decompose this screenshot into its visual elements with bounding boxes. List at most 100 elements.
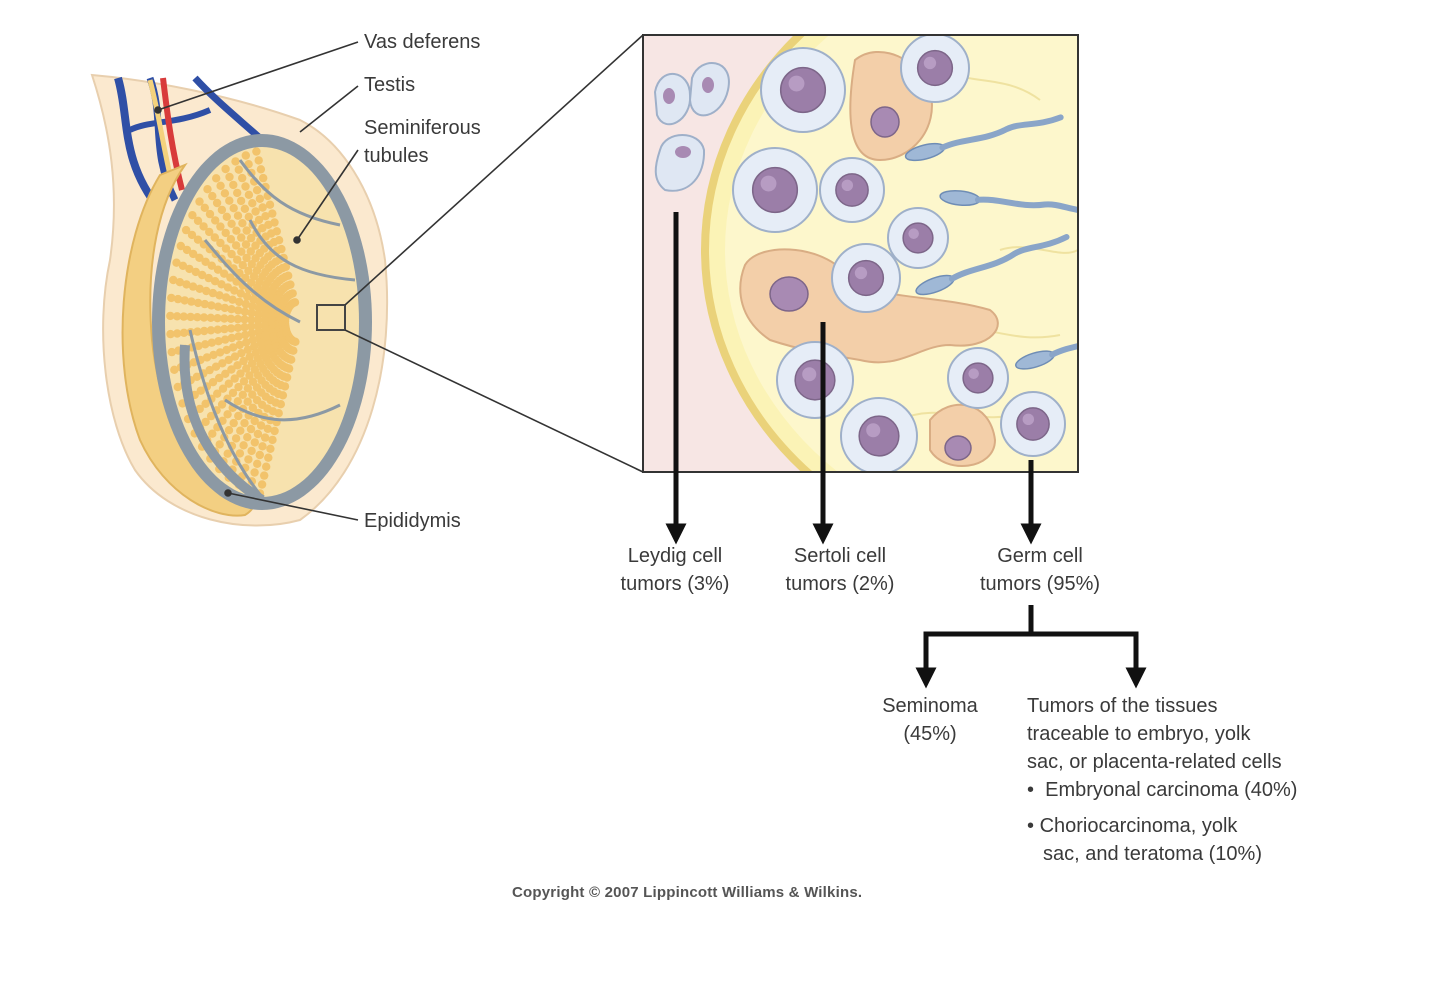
tubule-dot [166,311,175,321]
tubule-dot [230,374,239,383]
tubule-dot [204,273,213,283]
tubule-dot [236,289,245,298]
tubule-dot [235,297,244,307]
tubule-dot [176,241,185,251]
label-line: tumors (3%) [620,573,730,595]
tubule-dot [173,382,182,392]
label-line: traceable to embryo, yolk [1027,723,1251,745]
tubule-dot [256,165,266,174]
nucleus-highlight [908,228,919,239]
tubule-dot [172,312,182,321]
tubule-dot [236,369,245,378]
tubule-dot [234,165,243,174]
nucleus-highlight [923,56,937,70]
tubule-dot [284,364,294,373]
tubule-dot [216,181,225,190]
tubule-dot [212,198,222,208]
germ-cells [732,35,1066,472]
tubule-dot [260,433,270,442]
tubule-dot [200,203,209,212]
tubule-dot [221,293,231,302]
tubule-dot [188,211,197,220]
tubule-dot [261,212,270,221]
tubule-dot [242,364,251,373]
bullet-text: Embryonal carcinoma (40%) [1045,779,1298,801]
tubule-dot [220,303,229,313]
tubule-dot [231,434,241,443]
tubule-dot [193,327,202,336]
label-line: Leydig cell [627,545,723,567]
tubule-dot [201,340,210,349]
magnified-tubule-view [643,35,1078,472]
tubule-dot [226,324,236,333]
magnified-region-marker [316,304,346,331]
tubule-dot [217,205,227,215]
tubule-dot [213,265,223,274]
tubule-dot [246,424,256,434]
tubule-dot [244,455,253,464]
tubule-dot [226,314,236,323]
tubule-dot [194,341,203,351]
germ-cell-nucleus [751,166,799,214]
tubule-dot [248,335,257,345]
tubule-dot [254,156,263,165]
tubule-dot [237,233,246,242]
tubule-dot [229,418,238,428]
tubule-dot [258,442,267,451]
tubule-dot [205,227,214,237]
tubule-dot [247,308,256,318]
tubule-dot [280,382,290,391]
tubule-dot [206,326,216,335]
tubule-dot [206,313,215,322]
germ-cell-nucleus [794,359,836,401]
tubule-dot [218,416,227,425]
tubule-dot [210,277,220,286]
tubule-dot [198,270,207,280]
tubule-dot [228,343,238,352]
tubule-dot [245,352,254,361]
sperm-tail [974,196,1078,215]
tubule-dot [201,417,210,427]
tubule-dot [255,450,264,460]
tubule-dot [237,349,246,358]
tubule-dot [254,215,264,225]
tubule-dot [208,429,217,438]
tubule-dot [239,441,248,450]
germ-cell-nucleus [916,49,954,87]
nucleus-highlight [788,75,805,92]
tubule-dot [207,301,216,310]
testis-anatomy [90,73,389,527]
tubule-dot [187,230,197,240]
label-leaders [154,41,359,521]
sperm-tail [1049,315,1078,358]
tubule-dot [247,278,256,287]
nucleus-highlight [854,266,868,280]
tubule-dot [235,449,245,458]
tubule-dot [227,219,236,228]
tubule-dot [230,352,240,361]
tubule-dot [221,228,230,238]
tubule-dot [249,295,258,304]
tubule-dot [247,260,256,269]
tubule-dot [195,284,204,293]
tubule-dot [220,314,229,323]
magnified-box-border [642,34,1079,473]
label-line: Seminiferous [364,117,481,139]
tubule-dot [221,244,231,253]
tubule-dot [193,313,202,322]
tubule-dot [213,302,223,311]
tubule-dot [274,409,283,418]
tubule-dot [214,337,223,346]
germ-cell-nucleus [902,222,934,254]
tubule-dot [238,173,247,183]
tubule-dot [240,307,250,316]
sperm-cell [904,114,1064,162]
vein-icon [128,107,212,133]
label-line: tumors (95%) [979,573,1101,595]
tubule-dot [252,186,262,195]
tubule-dot [255,194,265,203]
tubule-dot [227,333,236,343]
tubule-dot [228,295,237,304]
label-line: sac, or placenta-related cells [1027,751,1282,773]
tubule-dot [223,449,232,458]
